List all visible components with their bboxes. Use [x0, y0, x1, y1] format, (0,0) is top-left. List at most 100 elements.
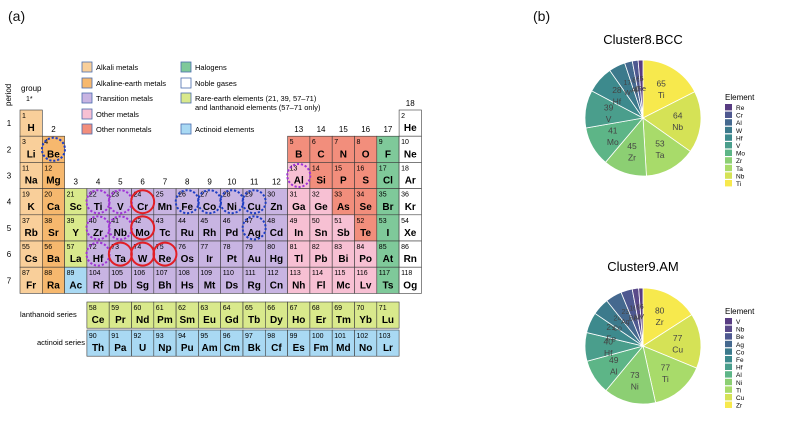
element-symbol: Sb	[337, 228, 350, 239]
pie-slice-Ni	[605, 345, 657, 405]
element-symbol: Am	[201, 343, 217, 354]
element-symbol: Ca	[47, 202, 60, 213]
element-symbol: Ta	[115, 254, 126, 265]
atomic-number: 99	[290, 333, 298, 340]
atomic-number: 82	[312, 244, 320, 251]
element-symbol: Cs	[25, 254, 38, 265]
atomic-number: 32	[312, 192, 320, 199]
element-symbol: I	[387, 228, 390, 239]
atomic-number: 65	[245, 305, 253, 312]
legend-swatch-Zr	[725, 401, 732, 408]
atomic-number: 111	[245, 270, 256, 277]
atomic-number: 109	[200, 270, 212, 277]
element-symbol: Mn	[158, 202, 172, 213]
group-number: 14	[317, 125, 326, 134]
marker-blue-Fe	[174, 189, 200, 215]
legend-entry-V: V	[736, 143, 741, 150]
slice-value-label: 77	[673, 333, 683, 343]
legend-entry-Hf: Hf	[736, 135, 743, 142]
element-symbol: Os	[181, 254, 195, 265]
group-number: 6	[140, 178, 145, 187]
legend-label: Alkaline-earth metals	[96, 79, 166, 88]
element-symbol: Li	[27, 149, 36, 160]
element-symbol: At	[383, 254, 394, 265]
element-symbol: Ra	[47, 280, 60, 291]
legend-swatch-Hf	[725, 363, 732, 370]
atomic-number: 14	[312, 165, 320, 172]
atomic-number: 55	[22, 244, 30, 251]
pie-chart-2: Cluster9.AM80Zr77Cu77Ti73Ni49Al40Hf29Fe2…	[584, 259, 755, 410]
slice-value-label: 53	[655, 138, 665, 148]
atomic-number: 105	[111, 270, 123, 277]
element-symbol: Sm	[179, 315, 195, 326]
atomic-number: 31	[290, 192, 298, 199]
element-symbol: Be	[47, 149, 60, 160]
element-symbol: Sr	[48, 228, 59, 239]
element-symbol: Rb	[24, 228, 37, 239]
element-symbol: La	[70, 254, 82, 265]
atomic-number: 42	[134, 218, 142, 225]
marker-purple-Al	[286, 163, 312, 188]
pie-slice-V	[638, 287, 644, 347]
atomic-number: 118	[401, 270, 412, 277]
period-number: 7	[7, 276, 12, 285]
legend-swatch-Cr	[725, 111, 732, 118]
legend-item: Transition metals	[81, 92, 153, 104]
element-symbol: Hf	[93, 254, 104, 265]
element-symbol: Rh	[203, 228, 216, 239]
atomic-number: 81	[290, 244, 298, 251]
atomic-number: 87	[22, 270, 30, 277]
slice-element-label: Hf	[613, 96, 622, 106]
atomic-number: 106	[134, 270, 146, 277]
element-symbol: He	[404, 123, 417, 134]
legend-swatch-Hf	[725, 134, 732, 141]
legend-swatch-Mo	[725, 149, 732, 156]
group-number: 8	[185, 178, 190, 187]
atomic-number: 54	[401, 218, 409, 225]
legend-swatch	[180, 123, 192, 135]
pie-slice-Ti	[642, 345, 698, 404]
slice-value-label: 16	[629, 306, 637, 313]
element-symbol: Er	[316, 315, 327, 326]
element-symbol: Nb	[114, 228, 127, 239]
legend-entry-Co: Co	[736, 349, 745, 356]
legend-swatch-Be	[725, 333, 732, 340]
legend-entry-Cr: Cr	[736, 113, 744, 120]
element-symbol: Gd	[225, 315, 239, 326]
element-symbol: Rn	[404, 254, 417, 265]
element-symbol: Zn	[270, 202, 282, 213]
atomic-number: 39	[67, 218, 75, 225]
element-symbol: Se	[360, 202, 373, 213]
element-symbol: In	[294, 228, 303, 239]
slice-value-label: 39	[604, 103, 614, 113]
element-symbol: Cl	[383, 176, 393, 187]
atomic-number: 74	[134, 244, 142, 251]
atomic-number: 35	[379, 192, 387, 199]
atomic-number: 70	[357, 305, 365, 312]
element-symbol: Mt	[204, 280, 216, 291]
atomic-number: 98	[267, 333, 275, 340]
element-symbol: Sn	[315, 228, 328, 239]
element-symbol: Ds	[225, 280, 238, 291]
legend-swatch-Ag	[725, 340, 732, 348]
period-axis-label: period	[4, 84, 13, 106]
legend-swatch	[81, 61, 93, 73]
